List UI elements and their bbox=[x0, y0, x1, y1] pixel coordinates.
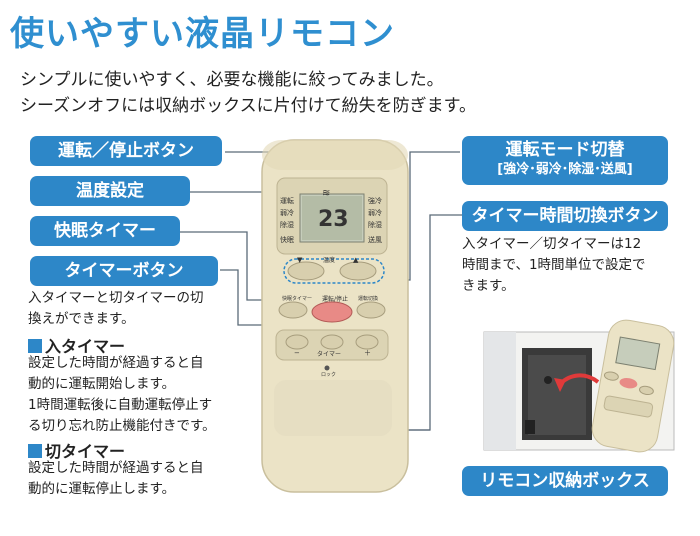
left-icon-2: 除湿 bbox=[280, 220, 294, 229]
mode-sublabel: [強冷･弱冷･除湿･送風] bbox=[497, 162, 633, 177]
subtitle-line-2: シーズンオフには収納ボックスに片付けて紛失を防ぎます。 bbox=[20, 96, 476, 116]
timer-label: タイマー bbox=[317, 350, 341, 358]
label-mode-switch: 運転モード切替 [強冷･弱冷･除湿･送風] bbox=[462, 136, 668, 185]
on-timer-line: 1時間運転後に自動運転停止す bbox=[28, 397, 213, 413]
off-timer-line: 設定した時間が経過すると自 bbox=[28, 460, 204, 476]
square-icon bbox=[28, 444, 42, 458]
on-timer-heading: 入タイマー bbox=[28, 333, 125, 357]
right-icon-3: 送風 bbox=[368, 235, 382, 244]
remote-labels: ≋ 23 運転 弱冷 除湿 快眠 強冷 弱冷 除湿 送風 ▼ 温度 ▲ 運転/停… bbox=[280, 188, 382, 378]
plus-label: ＋ bbox=[364, 349, 371, 357]
right-icon-1: 弱冷 bbox=[368, 208, 382, 217]
left-icon-1: 弱冷 bbox=[280, 208, 294, 217]
on-timer-desc: 設定した時間が経過すると自 動的に運転開始します。 1時間運転後に自動運転停止す… bbox=[28, 353, 216, 437]
temp-label: 温度 bbox=[323, 256, 335, 264]
timer-desc-line: 入タイマーと切タイマーの切 bbox=[28, 290, 204, 306]
timer-switch-line: 入タイマー／切タイマーは12 bbox=[462, 236, 642, 252]
right-icon-2: 除湿 bbox=[368, 220, 382, 229]
minus-label: − bbox=[294, 349, 300, 357]
timer-desc: 入タイマーと切タイマーの切 換えができます。 bbox=[28, 288, 204, 330]
left-icon-0: 運転 bbox=[280, 196, 294, 205]
timer-desc-line: 換えができます。 bbox=[28, 311, 135, 327]
on-timer-line: 動的に運転開始します。 bbox=[28, 376, 176, 392]
remote-control bbox=[261, 139, 409, 493]
mode-switch-label: 運転切換 bbox=[358, 295, 378, 302]
run-stop-label: 運転/停止 bbox=[322, 295, 348, 303]
square-icon bbox=[28, 339, 42, 353]
label-temp: 温度設定 bbox=[30, 176, 190, 206]
label-run-stop: 運転／停止ボタン bbox=[30, 136, 222, 166]
right-icon-0: 強冷 bbox=[368, 196, 382, 205]
subtitle-line-1: シンプルに使いやすく、必要な機能に絞ってみました。 bbox=[20, 70, 444, 90]
display-temp: 23 bbox=[318, 207, 349, 232]
signal-icon: ≋ bbox=[322, 188, 330, 199]
label-storage-box: リモコン収納ボックス bbox=[462, 466, 668, 496]
mode-label: 運転モード切替 bbox=[505, 140, 625, 160]
off-timer-heading: 切タイマー bbox=[28, 438, 125, 462]
timer-switch-desc: 入タイマー／切タイマーは12 時間まで、1時間単位で設定で きます。 bbox=[462, 234, 646, 297]
label-sleep-timer: 快眠タイマー bbox=[30, 216, 180, 246]
temp-up-label: ▲ bbox=[353, 256, 359, 264]
label-timer-button: タイマーボタン bbox=[30, 256, 218, 286]
on-timer-line: る切り忘れ防止機能付きです。 bbox=[28, 418, 216, 434]
label-timer-switch: タイマー時間切換ボタン bbox=[462, 201, 668, 231]
page-title: 使いやすい液晶リモコン bbox=[10, 14, 395, 54]
left-icon-3: 快眠 bbox=[280, 235, 294, 244]
lock-label: ロック bbox=[321, 372, 336, 378]
storage-box-photo bbox=[483, 319, 675, 453]
sleep-timer-label: 快眠タイマー bbox=[282, 295, 312, 302]
on-timer-line: 設定した時間が経過すると自 bbox=[28, 355, 204, 371]
off-timer-desc: 設定した時間が経過すると自 動的に運転停止します。 bbox=[28, 458, 204, 500]
off-timer-line: 動的に運転停止します。 bbox=[28, 481, 176, 497]
timer-switch-line: 時間まで、1時間単位で設定で bbox=[462, 257, 646, 273]
timer-switch-line: きます。 bbox=[462, 278, 515, 294]
temp-down-label: ▼ bbox=[297, 256, 303, 264]
